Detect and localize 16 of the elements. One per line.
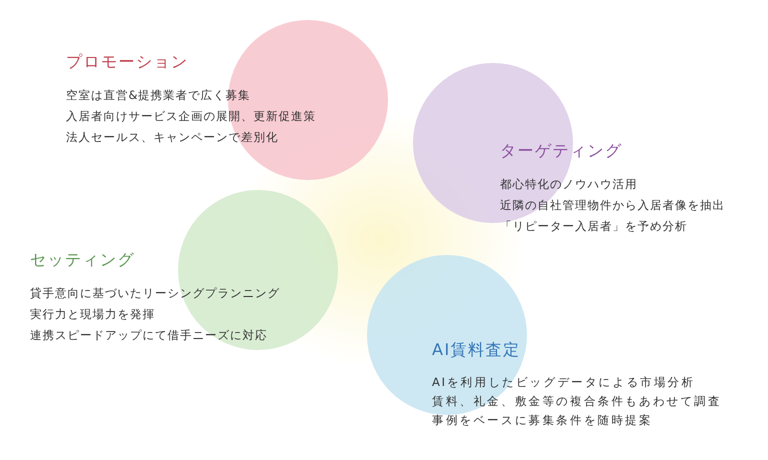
feature-text: AIを利用したビッグデータによる市場分析 (432, 374, 696, 391)
feature-text: 都心特化のノウハウ活用 (500, 176, 638, 193)
feature-text: 実行力と現場力を発揮 (30, 306, 155, 323)
feature-text: 空室は直営&提携業者で広く募集 (66, 87, 250, 104)
feature-text: 入居者向けサービス企画の展開、更新促進策 (66, 108, 316, 125)
section-heading: AI賃料査定 (432, 340, 521, 361)
section-heading: ターゲティング (500, 141, 622, 162)
feature-text: 近隣の自社管理物件から入居者像を抽出 (500, 197, 725, 214)
feature-text: 事例をベースに募集条件を随時提案 (432, 412, 653, 429)
feature-text: 連携スピードアップにて借手ニーズに対応 (30, 327, 268, 344)
section-heading: セッティング (30, 250, 135, 271)
feature-text: 法人セールス、キャンペーンで差別化 (66, 129, 278, 146)
feature-text: 賃料、礼金、敷金等の複合条件もあわせて調査 (432, 393, 722, 410)
feature-text: 「リピーター入居者」を予め分析 (500, 218, 688, 235)
section-heading: プロモーション (66, 52, 188, 73)
feature-text: 貸手意向に基づいたリーシングプランニング (30, 285, 280, 302)
